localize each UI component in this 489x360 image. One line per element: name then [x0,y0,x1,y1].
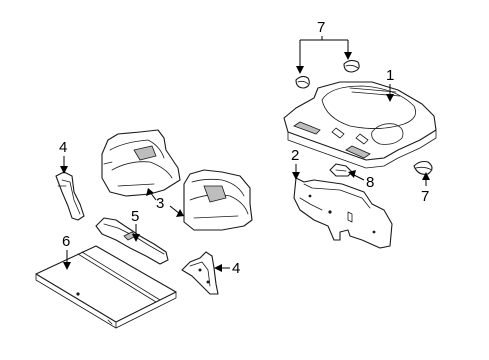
callout-4-bottom: 4 [232,260,240,277]
callout-7-top: 7 [317,19,325,36]
side-bracket-left-part [55,171,85,221]
callout-4-left: 4 [59,139,67,156]
corner-bracket-part [181,251,219,295]
callout-5: 5 [131,208,139,225]
wheelhouse-trim-right-part [183,169,253,231]
wheelhouse-trim-left-part [101,129,181,197]
callout-1: 1 [386,67,394,84]
callout-3: 3 [156,195,164,212]
package-tray-part [283,81,437,169]
callout-2: 2 [291,147,299,164]
callout-labels: 7 1 2 8 7 3 4 5 6 4 [59,19,429,277]
clip-part [329,163,353,177]
callout-6: 6 [62,233,70,250]
cap-part-right [413,160,433,175]
leader-lines [60,36,430,272]
load-floor-part [35,245,177,329]
callout-7-right: 7 [421,188,429,205]
cap-part-left [295,75,310,89]
callout-8: 8 [366,174,374,191]
cap-part-middle [343,59,360,73]
trim-panel-part [293,177,393,249]
